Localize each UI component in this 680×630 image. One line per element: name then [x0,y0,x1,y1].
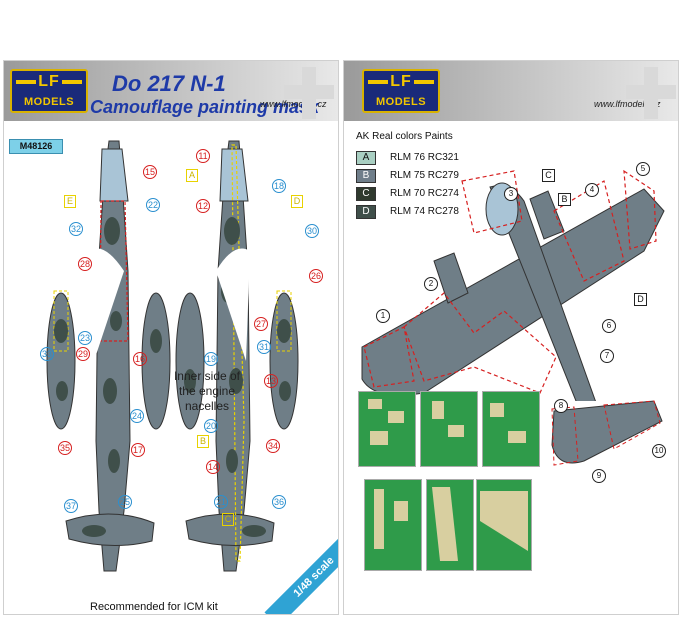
nacelle-caption: Inner side of the engine nacelles [152,369,262,414]
part-number-label: 37 [64,499,78,513]
part-number-label: 31 [257,340,271,354]
product-code-badge: M48126 [9,139,63,154]
part-number-label: 22 [146,198,160,212]
part-number-label: 23 [78,331,92,345]
instruction-sheet-right: LF MODELS www.lfmodels.cz AK Real colors… [343,60,679,615]
part-number-label: 29 [76,347,90,361]
mask-sheet [358,391,416,467]
caption-line: the engine [178,384,236,398]
part-number-label: 15 [143,165,157,179]
title-aircraft: Do 217 N-1 [112,71,226,96]
paint-letter-label: B [558,193,571,206]
paint-letter-label: C [222,513,234,526]
part-number-label: 32 [69,222,83,236]
caption-line: nacelles [184,399,230,413]
mask-sheet [364,479,422,571]
part-number-label: 34 [266,439,280,453]
part-number-label: 3 [504,187,518,201]
part-number-label: 28 [78,257,92,271]
paint-letter-label: C [542,169,555,182]
part-number-label: 12 [196,199,210,213]
fuselage-side-view-left [65,140,155,572]
part-number-label: 30 [305,224,319,238]
paint-letter-label: B [197,435,209,448]
part-number-label: 33 [40,347,54,361]
paint-swatch: B [356,169,376,183]
part-number-label: 21 [214,495,228,509]
part-number-label: 2 [424,277,438,291]
part-number-label: 5 [636,162,650,176]
title-product: Camouflage painting mask [90,97,320,117]
part-number-label: 19 [204,352,218,366]
logo-text-models: MODELS [375,96,427,108]
part-number-label: 4 [585,183,599,197]
paint-name: RLM 74 RC278 [390,206,459,217]
instruction-sheet-left: LF MODELS Do 217 N-1 Camouflage painting… [3,60,339,615]
lf-models-logo: LF MODELS [362,69,440,113]
part-number-label: 1 [376,309,390,323]
part-number-label: 25 [118,495,132,509]
aircraft-side-views [46,140,299,572]
part-number-label: 11 [196,149,210,163]
part-number-label: 24 [130,409,144,423]
recommended-kit-text: Recommended for ICM kit [90,601,218,613]
part-number-label: 6 [602,319,616,333]
paint-name: RLM 76 RC321 [390,152,459,163]
part-number-label: 20 [204,419,218,433]
engine-nacelles [46,290,299,430]
part-number-label: 7 [600,349,614,363]
paint-name: RLM 70 RC274 [390,188,459,199]
website-text: www.lfmodels.cz [594,99,661,109]
lf-models-logo: LF MODELS [10,69,88,113]
part-number-label: 35 [58,441,72,455]
aircraft-top-view [361,169,665,401]
part-number-label: 16 [133,352,147,366]
part-number-label: 36 [272,495,286,509]
part-number-label: 8 [554,399,568,413]
logo-wing-left [16,80,36,84]
part-number-label: 26 [309,269,323,283]
part-number-label: 10 [652,444,666,458]
part-number-label: 18 [272,179,286,193]
logo-text-models: MODELS [23,96,75,108]
fuselage-side-view-right [185,140,275,572]
paint-letter-label: A [186,169,198,182]
paint-swatch: A [356,151,376,165]
paint-letter-label: E [64,195,76,208]
logo-wing-left [368,80,388,84]
mask-pieces [368,399,528,561]
part-number-label: 14 [206,460,220,474]
part-number-label: 27 [254,317,268,331]
logo-text-lf: LF [38,73,60,90]
part-number-label: 9 [592,469,606,483]
paint-letter-label: D [291,195,303,208]
balkenkreuz-icon [284,67,334,119]
logo-wing-right [414,80,434,84]
paints-heading: AK Real colors Paints [356,131,453,142]
logo-text-lf: LF [390,73,412,90]
paint-swatch: D [356,205,376,219]
logo-wing-right [62,80,82,84]
paint-letter-label: D [634,293,647,306]
tailplane-view [551,400,663,466]
part-number-label: 13 [264,374,278,388]
caption-line: Inner side of [173,369,241,383]
website-text: www.lfmodels.cz [260,99,327,109]
paint-swatch: C [356,187,376,201]
paint-name: RLM 75 RC279 [390,170,459,181]
balkenkreuz-icon [626,67,676,119]
part-number-label: 17 [131,443,145,457]
